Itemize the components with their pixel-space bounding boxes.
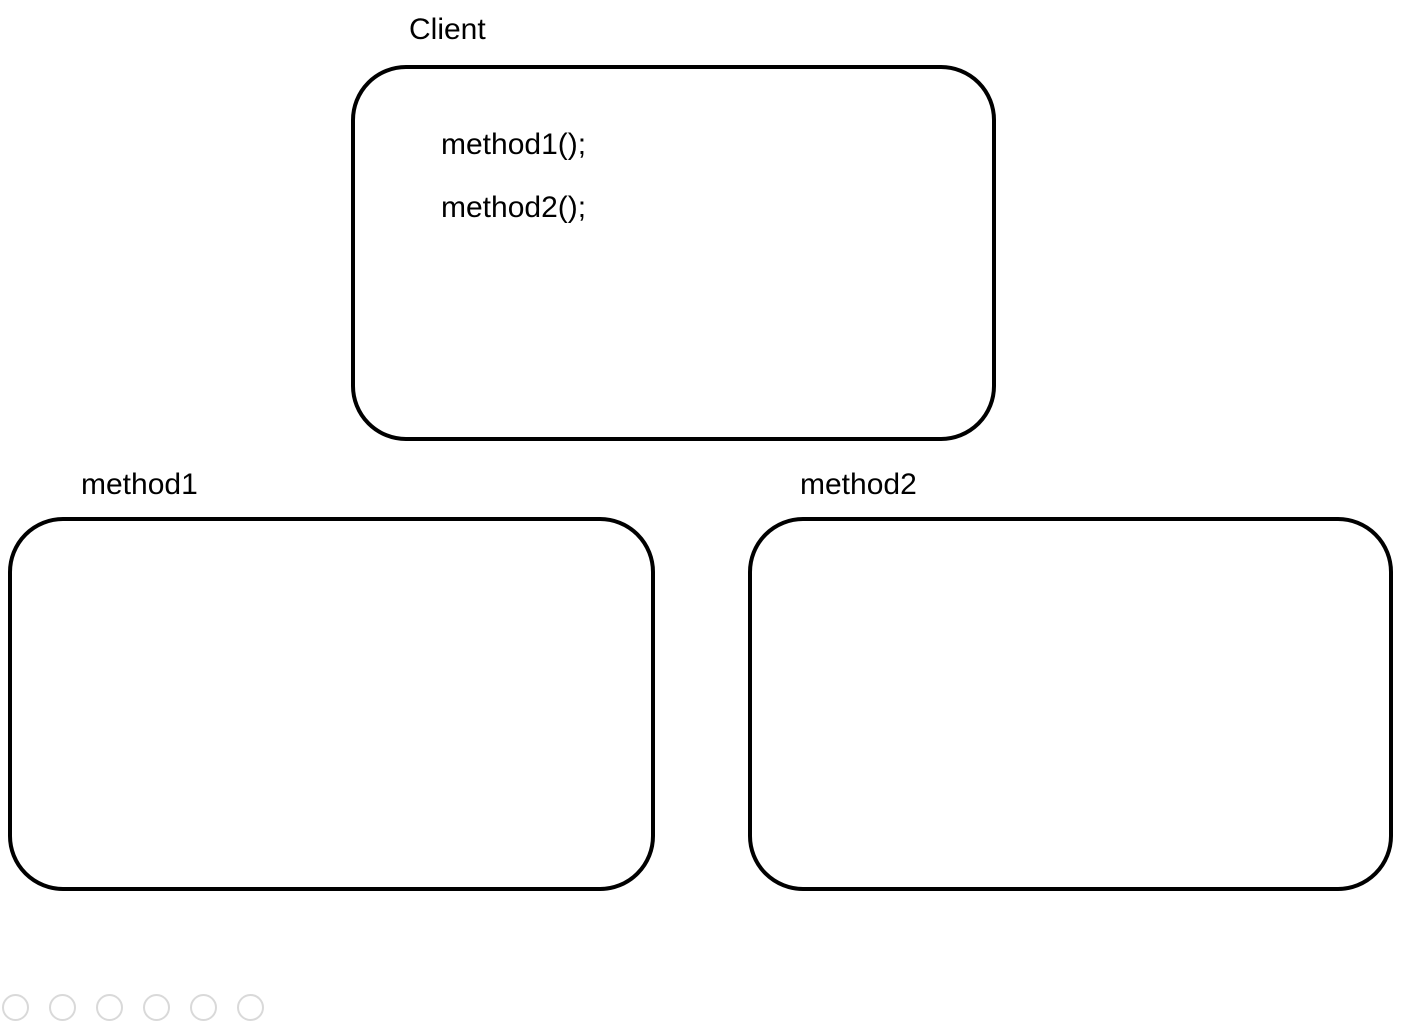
client-box (351, 65, 996, 441)
circle-shape (237, 994, 264, 1021)
circle-shape (143, 994, 170, 1021)
circle-shape (96, 994, 123, 1021)
bottom-circle-row (0, 994, 300, 1022)
circle-shape (190, 994, 217, 1021)
client-box-label: Client (409, 13, 486, 46)
client-code-lines: method1(); method2(); (441, 122, 586, 248)
circle-shape (2, 994, 29, 1021)
client-code-line-method2: method2(); (441, 191, 587, 224)
client-code-line-method1: method1(); (441, 128, 587, 161)
circle-shape (49, 994, 76, 1021)
method1-box (8, 517, 655, 891)
method1-box-label: method1 (81, 468, 198, 501)
method2-box (748, 517, 1393, 891)
method2-box-label: method2 (800, 468, 917, 501)
